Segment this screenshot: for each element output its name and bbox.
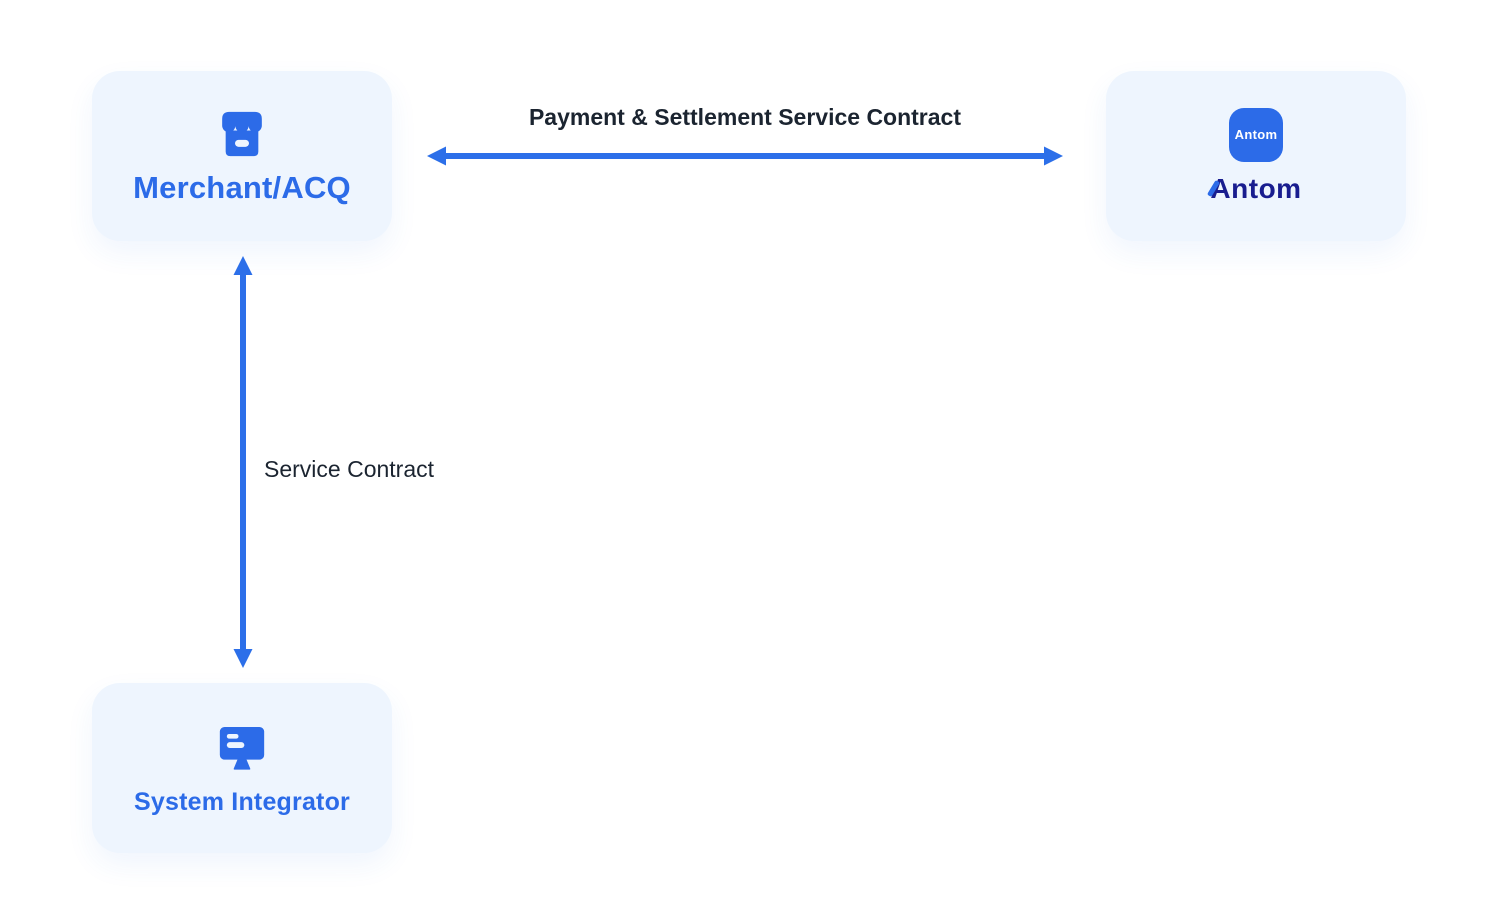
antom-wordmark-text: Antom: [1210, 172, 1302, 204]
node-antom: Antom Antom: [1106, 71, 1406, 241]
antom-wordmark: Antom: [1207, 172, 1302, 205]
edge-merchant-antom-arrow: [427, 146, 1063, 166]
edge-merchant-system-integrator-arrow: [233, 256, 253, 668]
antom-app-icon-label: Antom: [1234, 127, 1278, 142]
monitor-icon: [214, 720, 270, 776]
node-system-integrator-label: System Integrator: [134, 787, 350, 816]
antom-app-icon: Antom: [1229, 107, 1283, 162]
node-merchant-acq-label: Merchant/ACQ: [133, 170, 351, 206]
edge-label-payment-settlement-contract: Payment & Settlement Service Contract: [528, 104, 962, 130]
node-system-integrator: System Integrator: [92, 683, 392, 853]
node-merchant-acq: Merchant/ACQ: [92, 71, 392, 241]
edge-label-service-contract: Service Contract: [264, 456, 435, 482]
storefront-icon: [214, 106, 270, 162]
